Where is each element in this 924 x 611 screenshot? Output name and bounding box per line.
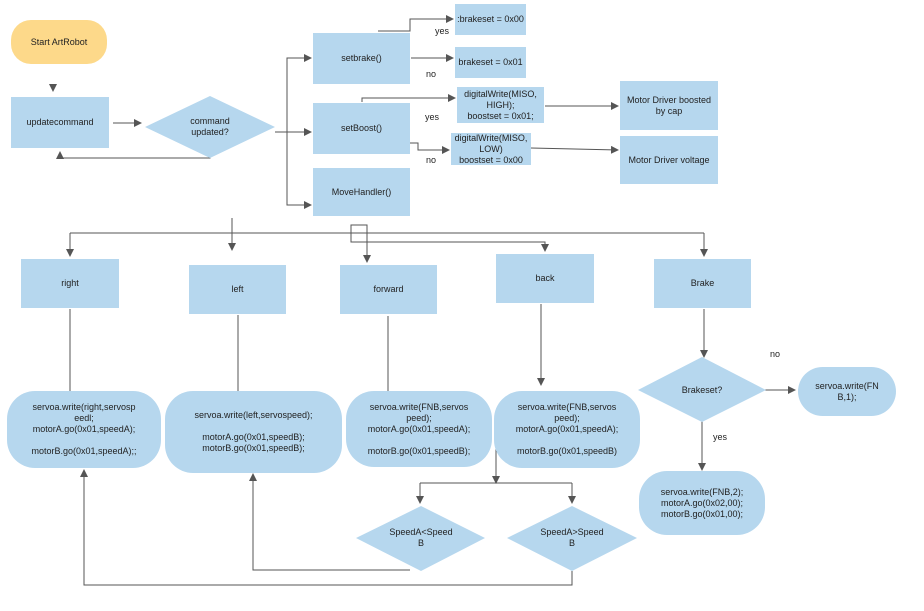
- movehandler-node: MoveHandler(): [313, 168, 410, 216]
- command-updated-label: command updated?: [190, 116, 230, 137]
- brakeset-00-node: :brakeset = 0x00: [455, 4, 526, 35]
- edge-label-setboost-yes: yes: [425, 112, 440, 122]
- digitalwrite-high-node: digitalWrite(MISO, HIGH); boostset = 0x0…: [457, 87, 544, 123]
- edge-to-setbrake: [286, 54, 312, 132]
- brake-node: Brake: [654, 259, 751, 308]
- edge-label-brakeset-no: no: [770, 349, 781, 359]
- edge-decision-loop: [56, 150, 211, 159]
- edge-setboost-no: [410, 142, 450, 154]
- updatecommand-node: updatecommand: [11, 97, 109, 148]
- left-node: left: [189, 265, 286, 314]
- edge-speed-lt-left: [249, 473, 410, 571]
- decision-speed-gt: [507, 506, 637, 571]
- right-code-node: servoa.write(right,servosp eedl; motorA.…: [7, 391, 161, 468]
- speed-gt-label: SpeedA>Speed B: [540, 527, 604, 548]
- brakeset-01-node: brakeset = 0x01: [455, 47, 526, 78]
- edge-low-voltage: [530, 145, 619, 154]
- decision-speed-lt: [356, 506, 485, 571]
- edge-speed-gt-right: [80, 469, 573, 586]
- right-node: right: [21, 259, 119, 308]
- brakeset-question-label: Brakeset?: [681, 384, 723, 395]
- left-code-node: servoa.write(left,servospeed); motorA.go…: [165, 391, 342, 473]
- setbrake-node: setbrake(): [313, 33, 410, 84]
- edge-to-back: [367, 241, 549, 252]
- edge-label-setbrake-yes: yes: [435, 26, 450, 36]
- back-node: back: [496, 254, 594, 303]
- motor-driver-voltage-node: Motor Driver voltage: [620, 136, 718, 184]
- edge-setboost-yes: [361, 94, 456, 102]
- forward-code-node: servoa.write(FNB,servos peed); motorA.go…: [346, 391, 492, 467]
- edge-setbrake-yes: [378, 15, 454, 32]
- digitalwrite-low-node: digitalWrite(MISO, LOW) boostset = 0x00: [451, 133, 531, 165]
- decision-command-updated: [145, 96, 275, 158]
- edge-to-movehandler: [286, 132, 312, 209]
- edge-label-setbrake-no: no: [426, 69, 437, 79]
- decision-brakeset: [638, 357, 766, 422]
- brake-yes-code-node: servoa.write(FNB,2); motorA.go(0x02,00);…: [639, 471, 765, 535]
- forward-node: forward: [340, 265, 437, 314]
- edge-label-setboost-no: no: [426, 155, 437, 165]
- back-code-node: servoa.write(FNB,servos peed); motorA.go…: [494, 391, 640, 468]
- speed-lt-label: SpeedA<Speed B: [389, 527, 453, 548]
- setboost-node: setBoost(): [313, 103, 410, 154]
- brake-no-code-node: servoa.write(FN B,1);: [798, 367, 896, 416]
- edge-label-brakeset-yes: yes: [713, 432, 728, 442]
- motor-driver-boosted-node: Motor Driver boosted by cap: [620, 81, 718, 130]
- start-node: Start ArtRobot: [11, 20, 107, 64]
